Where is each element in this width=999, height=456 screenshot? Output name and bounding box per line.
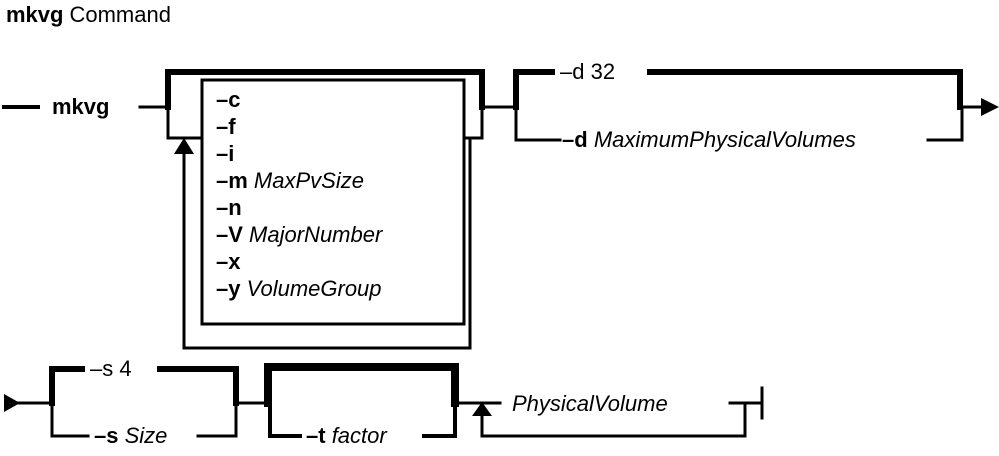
s-default-branch bbox=[49, 366, 239, 406]
s-option-label: –s Size bbox=[94, 423, 168, 448]
continue-arrow-icon bbox=[981, 98, 999, 116]
d-default-label: –d 32 bbox=[560, 59, 616, 84]
title-command: mkvg bbox=[6, 2, 64, 27]
option-f: –f bbox=[216, 113, 383, 140]
option-m: –m MaxPvSize bbox=[216, 167, 383, 194]
d-default-branch bbox=[513, 69, 963, 110]
t-default-branch bbox=[264, 363, 459, 407]
option-c: –c bbox=[216, 86, 383, 113]
pv-repeat-arrow-icon bbox=[472, 402, 492, 416]
option-V: –V MajorNumber bbox=[216, 221, 383, 248]
options-box bbox=[200, 78, 466, 326]
s-default-label: –s 4 bbox=[90, 356, 132, 381]
s-option-branch bbox=[50, 401, 238, 438]
option-x: –x bbox=[216, 248, 383, 275]
d-option-label: –d MaximumPhysicalVolumes bbox=[562, 127, 856, 152]
option-i: –i bbox=[216, 140, 383, 167]
title-suffix: Command bbox=[69, 2, 171, 27]
t-option-branch bbox=[268, 401, 457, 438]
repeat-arrow-icon bbox=[174, 138, 194, 154]
continuation-arrow-icon bbox=[4, 394, 20, 412]
repeat-loop bbox=[182, 136, 472, 350]
physical-volume-label: PhysicalVolume bbox=[512, 391, 668, 416]
repeat-options-list: –c –f –i –m MaxPvSize –n –V MajorNumber … bbox=[216, 86, 383, 302]
repeat-box-top bbox=[165, 69, 485, 110]
option-n: –n bbox=[216, 194, 383, 221]
option-y: –y VolumeGroup bbox=[216, 275, 383, 302]
pv-repeat-loop bbox=[480, 401, 747, 438]
d-option-branch bbox=[514, 105, 964, 142]
t-option-label: –t factor bbox=[306, 423, 387, 448]
command-name: mkvg bbox=[52, 94, 110, 119]
